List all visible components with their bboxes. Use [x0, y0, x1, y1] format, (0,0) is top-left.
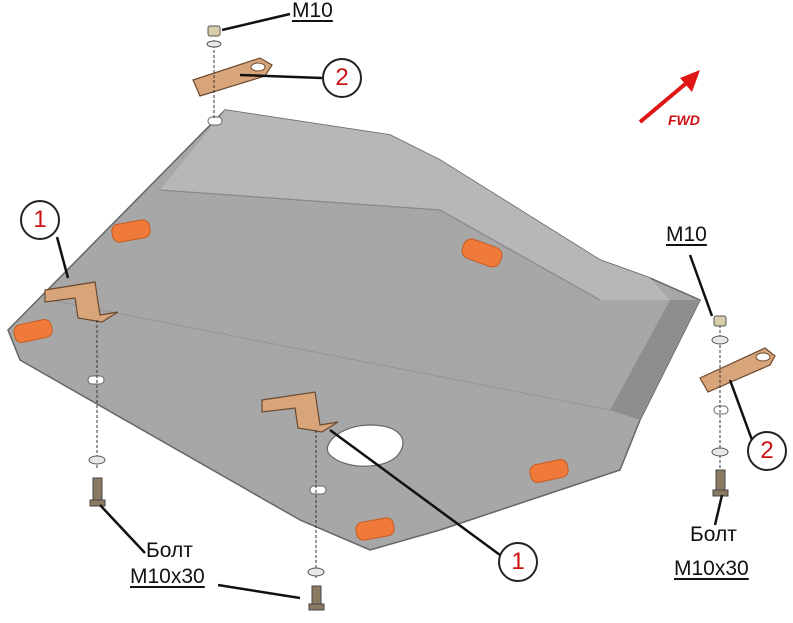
mount-hole: [207, 116, 223, 126]
plate-side-bend: [610, 300, 700, 420]
mount-hole: [87, 375, 105, 385]
bolt-label-left-1: Болт: [146, 539, 193, 562]
forward-arrow: [638, 70, 700, 124]
plate-crease: [159, 189, 601, 301]
logo-pad: [13, 319, 53, 343]
fwd-label: FWD: [668, 112, 700, 128]
assembly-lines: [96, 40, 721, 580]
callout-1-bracket-left: 1: [20, 200, 60, 240]
mount-hole: [713, 405, 729, 415]
plate-crease-2: [49, 299, 611, 411]
nut-label-right: M10: [666, 223, 707, 246]
callout-2-plate-right: 2: [747, 431, 787, 471]
bracket-left: [44, 281, 119, 323]
nut-top: [206, 25, 222, 48]
callout-1-bracket-center: 1: [498, 542, 538, 582]
nut-right: [711, 315, 729, 345]
logo-pads: [13, 219, 569, 541]
logo-pad: [111, 219, 151, 243]
bolt-center: [308, 585, 325, 611]
bolt-right: [712, 469, 729, 497]
bolt-label-right-1: Болт: [690, 523, 737, 546]
logo-pad: [529, 459, 569, 483]
bracket-center: [261, 391, 339, 433]
plate-rear-slope: [160, 110, 670, 300]
plate-right: [699, 347, 776, 393]
leader-lines: [55, 12, 754, 600]
bolt-left: [89, 477, 106, 507]
plate-top: [192, 57, 273, 97]
washer-bottom: [88, 447, 729, 577]
mount-hole: [309, 485, 327, 495]
bolt-label-right-2: M10x30: [674, 557, 749, 580]
logo-pad: [355, 517, 395, 541]
callout-2-plate-top: 2: [322, 58, 362, 98]
bolt-label-left-2: M10x30: [130, 565, 205, 588]
nut-label-top: M10: [292, 0, 333, 22]
logo-pad: [461, 238, 503, 268]
